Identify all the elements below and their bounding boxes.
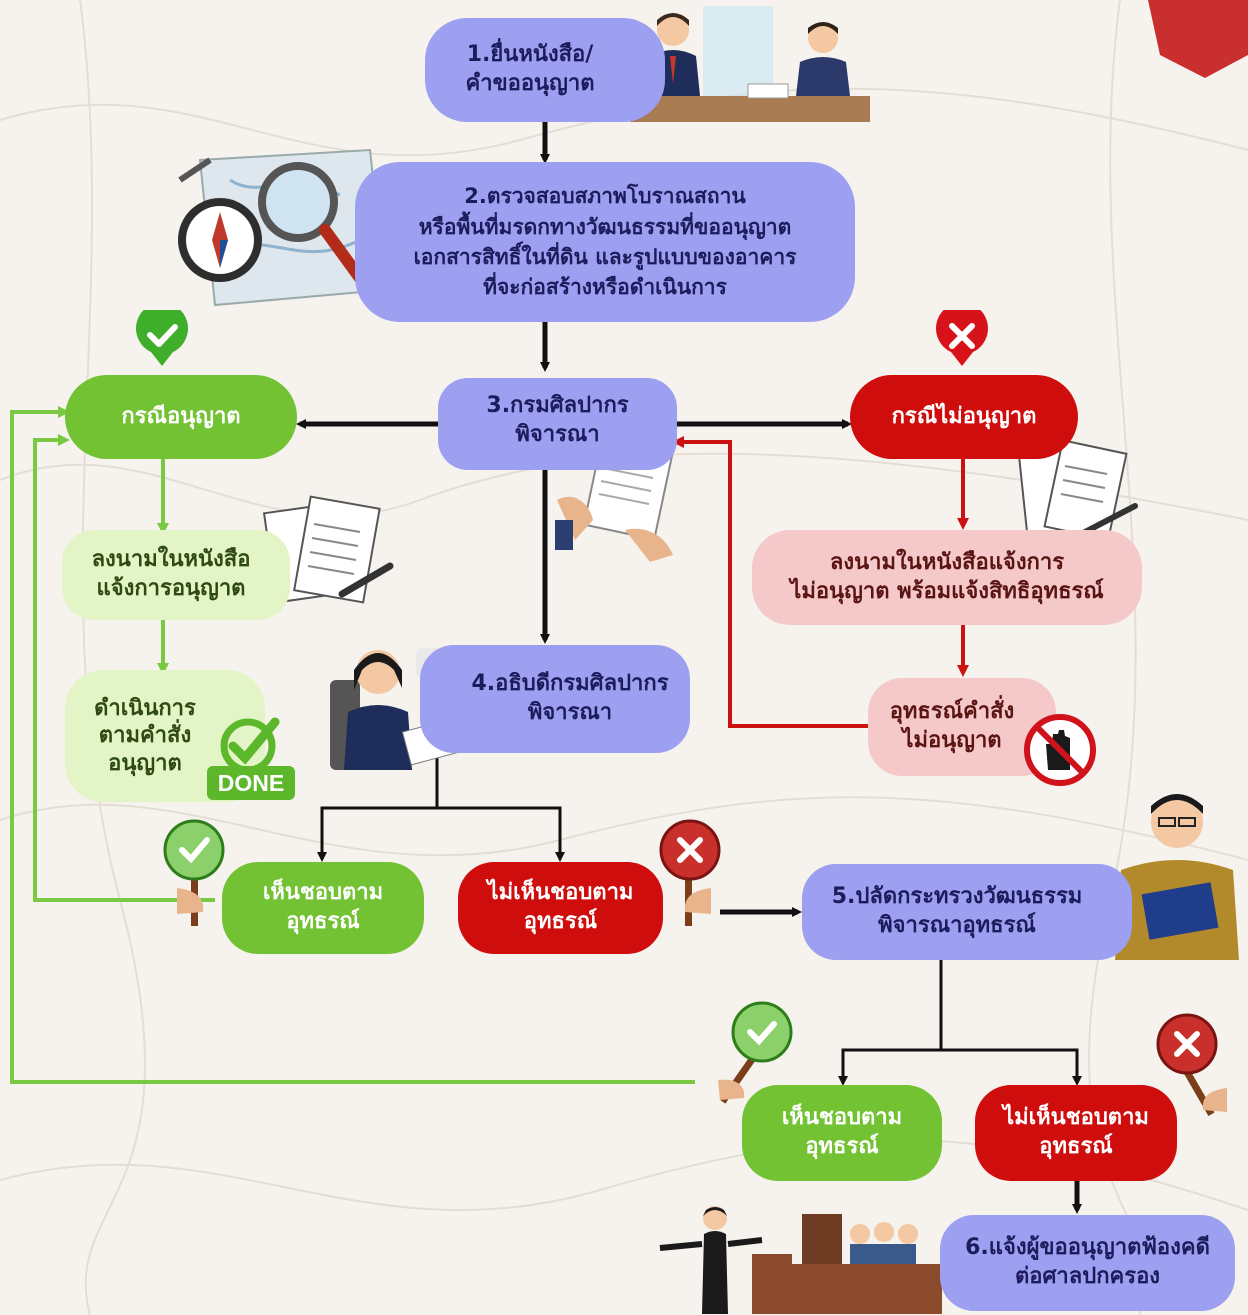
- step4-agree-appeal: เห็นชอบตาม อุทธรณ์: [222, 862, 424, 954]
- step5-permanent-secretary-review: 5.ปลัดกระทรวงวัฒนธรรม พิจารณาอุทธรณ์: [802, 864, 1132, 960]
- step3-department-review: 3.กรมศิลปากร พิจารณา: [438, 378, 677, 470]
- court-icon: [659, 1206, 942, 1314]
- stop-hand-icon: [1024, 714, 1096, 786]
- step4-disagree-appeal: ไม่เห็นชอบตาม อุทธรณ์: [458, 862, 663, 954]
- step2-inspection: 2.ตรวจสอบสภาพโบราณสถาน หรือพื้นที่มรดกทา…: [355, 162, 855, 322]
- done-check-icon: [207, 717, 295, 800]
- step4-director-review: 4.อธิบดีกรมศิลปากร พิจารณา: [420, 645, 690, 753]
- cross-icon: [659, 819, 721, 926]
- appeal-denial: อุทธรณ์คำสั่ง ไม่อนุญาต: [868, 678, 1056, 776]
- step1-submit-request: 1.ยื่นหนังสือ/ คำขออนุญาต: [425, 18, 665, 122]
- sign-denial-letter: ลงนามในหนังสือแจ้งการ ไม่อนุญาต พร้อมแจ้…: [752, 530, 1142, 625]
- cross-icon: [1156, 1013, 1227, 1117]
- meeting-icon: [630, 6, 870, 122]
- papers-icon: [1017, 440, 1138, 542]
- step5-disagree-appeal: ไม่เห็นชอบตาม อุทธรณ์: [975, 1085, 1177, 1181]
- done-label: DONE: [217, 769, 285, 796]
- check-icon: [163, 819, 225, 926]
- check-icon: [718, 1001, 793, 1104]
- check-icon: [136, 310, 188, 366]
- step6-file-administrative-court: 6.แจ้งผู้ขออนุญาตฟ้องคดี ต่อศาลปกครอง: [940, 1215, 1235, 1311]
- step5-agree-appeal: เห็นชอบตาม อุทธรณ์: [742, 1085, 942, 1181]
- sign-approval-letter: ลงนามในหนังสือ แจ้งการอนุญาต: [62, 530, 290, 620]
- cross-icon: [936, 310, 988, 366]
- approved-case: กรณีอนุญาต: [65, 375, 297, 459]
- denied-case: กรณีไม่อนุญาต: [850, 375, 1078, 459]
- officer-icon: [1115, 794, 1239, 960]
